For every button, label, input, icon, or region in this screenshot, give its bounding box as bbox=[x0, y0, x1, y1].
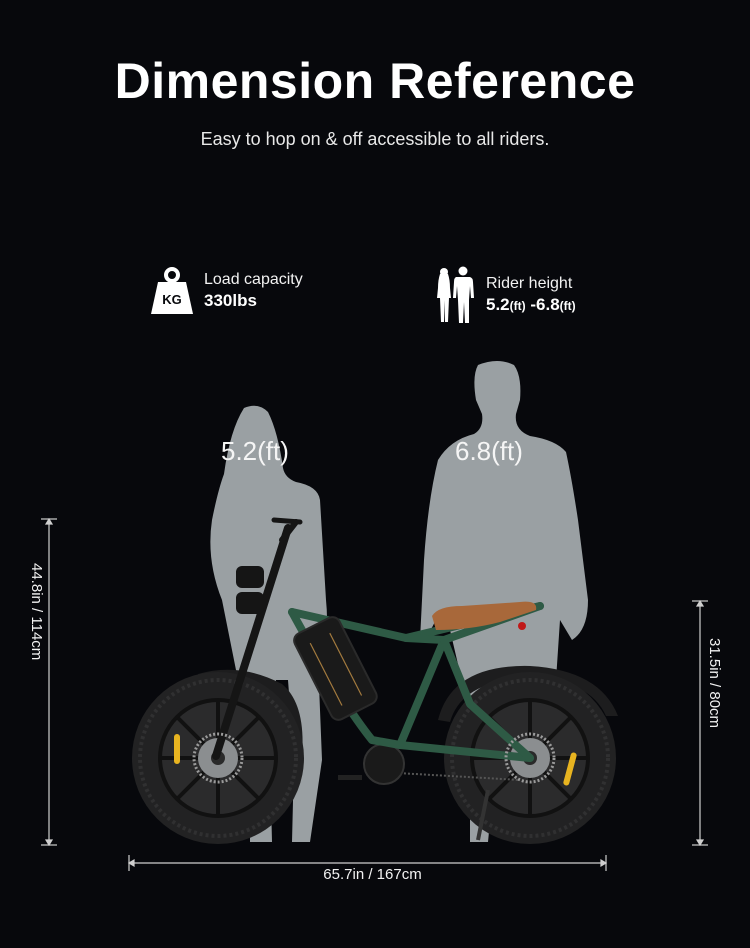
seat-height-dimension: 31.5in / 80cm bbox=[706, 638, 723, 729]
bike-fork bbox=[212, 517, 303, 760]
page-title: Dimension Reference bbox=[114, 53, 636, 109]
short-rider-height-label: 5.2(ft) bbox=[221, 436, 289, 466]
load-capacity-label: Load capacity bbox=[204, 271, 303, 288]
headlight-top bbox=[236, 566, 264, 588]
spec-load-capacity: KG Load capacity 330lbs bbox=[150, 266, 303, 316]
headlight-bottom bbox=[236, 592, 264, 614]
weight-kg-icon: KG bbox=[151, 267, 193, 314]
svg-text:KG: KG bbox=[162, 292, 182, 307]
rider-height-value: 5.2(ft) -6.8(ft) bbox=[486, 294, 576, 314]
bike-seat bbox=[432, 601, 537, 630]
dimension-lines bbox=[41, 517, 708, 871]
people-silhouette-icon bbox=[437, 266, 474, 323]
overall-length-dimension: 65.7in / 167cm bbox=[323, 866, 422, 883]
bike-battery bbox=[293, 616, 378, 721]
overall-height-dimension: 44.8in / 114cm bbox=[28, 563, 45, 661]
load-capacity-value: 330lbs bbox=[204, 291, 257, 310]
rider-height-label: Rider height bbox=[486, 274, 573, 292]
ebike-image bbox=[132, 517, 618, 844]
spec-rider-height: Rider height 5.2(ft) -6.8(ft) bbox=[434, 266, 576, 324]
tall-rider-height-label: 6.8(ft) bbox=[455, 436, 523, 466]
page-subtitle: Easy to hop on & off accessible to all r… bbox=[200, 129, 550, 149]
tail-light bbox=[518, 622, 526, 630]
